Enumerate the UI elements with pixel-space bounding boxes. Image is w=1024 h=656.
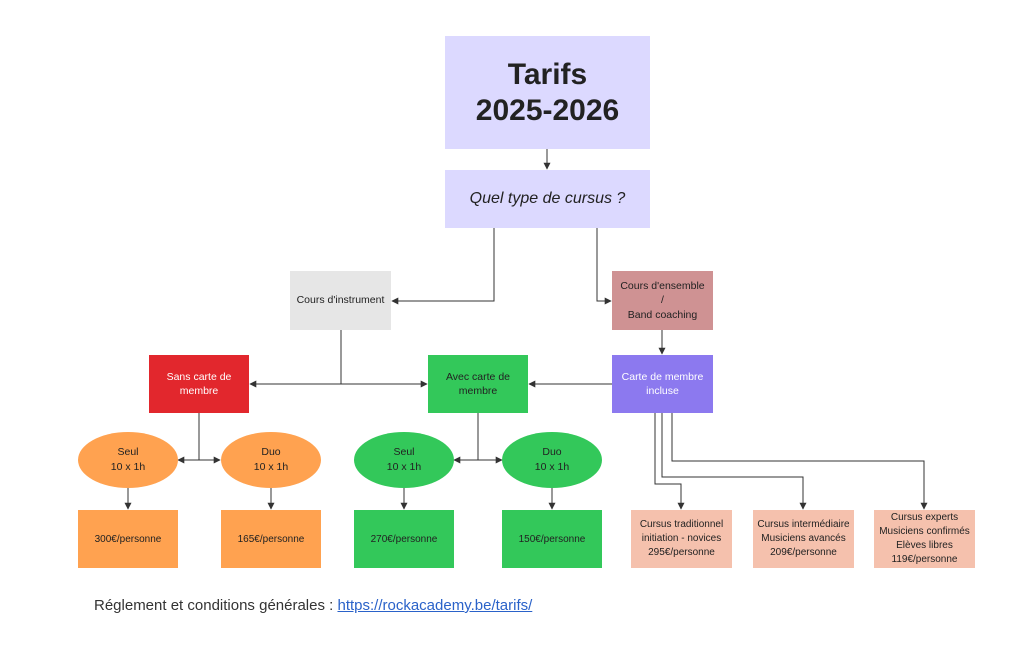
option-label: Seul (393, 446, 415, 459)
cursus-intermediaire-box: Cursus intermédiaire Musiciens avancés 2… (753, 510, 854, 568)
with-membership-box: Avec carte de membre (428, 355, 528, 413)
ensemble-course-box: Cours d'ensemble / Band coaching (612, 271, 713, 330)
title-box: Tarifs 2025-2026 (445, 36, 650, 149)
ensemble-line-1: Cours d'ensemble (620, 280, 705, 293)
cursus-line: initiation - novices (641, 533, 722, 545)
option-sans-seul: Seul 10 x 1h (78, 432, 178, 488)
cursus-price: 209€/personne (770, 546, 837, 558)
cursus-line: Cursus experts (890, 512, 959, 524)
title-line-2: 2025-2026 (475, 93, 620, 127)
without-membership-box: Sans carte de membre (149, 355, 249, 413)
footer: Réglement et conditions générales : http… (94, 597, 532, 614)
question-text: Quel type de cursus ? (469, 190, 626, 208)
cursus-experts-box: Cursus experts Musiciens confirmés Elève… (874, 510, 975, 568)
option-detail: 10 x 1h (253, 461, 289, 473)
price-avec-duo: 150€/personne (502, 510, 602, 568)
price-sans-duo: 165€/personne (221, 510, 321, 568)
cursus-line: Cursus traditionnel (639, 519, 724, 531)
option-label: Duo (261, 446, 281, 459)
with-membership-label: Avec carte de membre (445, 370, 510, 397)
edge-question-instrument (391, 228, 495, 305)
ensemble-line-2: / (661, 294, 664, 307)
price-value: 150€/personne (518, 533, 586, 545)
edge-carte-experts (671, 413, 928, 510)
option-avec-seul: Seul 10 x 1h (354, 432, 454, 488)
edge-carte-intermediaire (661, 413, 807, 510)
edge-question-ensemble (596, 228, 612, 305)
question-box: Quel type de cursus ? (445, 170, 650, 228)
price-avec-seul: 270€/personne (354, 510, 454, 568)
without-membership-label: Sans carte de membre (166, 370, 232, 397)
cursus-traditionnel-box: Cursus traditionnel initiation - novices… (631, 510, 732, 568)
option-detail: 10 x 1h (534, 461, 570, 473)
price-value: 165€/personne (237, 533, 305, 545)
instrument-course-label: Cours d'instrument (296, 294, 385, 307)
title-line-1: Tarifs (507, 58, 588, 92)
edge-carte-traditionnel (654, 413, 685, 510)
price-sans-seul: 300€/personne (78, 510, 178, 568)
cursus-line: Musiciens avancés (761, 533, 846, 545)
membership-included-label: Carte de membre incluse (621, 370, 704, 397)
cursus-line: Cursus intermédiaire (757, 519, 850, 531)
option-detail: 10 x 1h (386, 461, 422, 473)
membership-included-box: Carte de membre incluse (612, 355, 713, 413)
footer-label: Réglement et conditions générales : (94, 597, 338, 614)
option-label: Seul (117, 446, 139, 459)
option-avec-duo: Duo 10 x 1h (502, 432, 602, 488)
cursus-line: Musiciens confirmés (879, 526, 970, 538)
price-value: 270€/personne (370, 533, 438, 545)
terms-link[interactable]: https://rockacademy.be/tarifs/ (337, 597, 533, 614)
option-label: Duo (542, 446, 562, 459)
price-value: 300€/personne (94, 533, 162, 545)
instrument-course-box: Cours d'instrument (290, 271, 391, 330)
cursus-price: 295€/personne (648, 546, 715, 558)
cursus-line: Elèves libres (896, 540, 953, 551)
cursus-price: 119€/personne (891, 553, 958, 565)
ensemble-line-3: Band coaching (627, 308, 698, 321)
option-detail: 10 x 1h (110, 461, 146, 473)
option-sans-duo: Duo 10 x 1h (221, 432, 321, 488)
